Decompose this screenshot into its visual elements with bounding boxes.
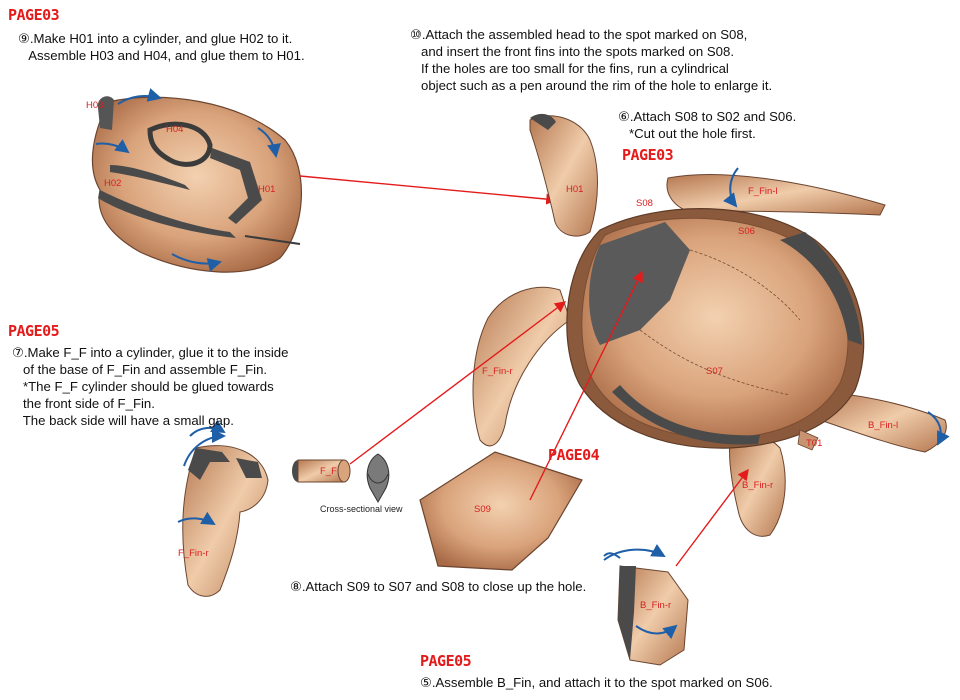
part-label-f-fin-r-detail: F_Fin-r [178, 548, 209, 559]
step-7-text: ⑦.Make F_F into a cylinder, glue it to t… [12, 344, 288, 429]
front-fin-detail [178, 428, 268, 596]
step-8-text: ⑧.Attach S09 to S07 and S08 to close up … [290, 578, 586, 595]
s09-piece [420, 452, 582, 570]
cross-section-shape [367, 454, 389, 502]
part-label-b-fin-l: B_Fin-l [868, 420, 898, 431]
part-label-f-f: F_F [320, 466, 337, 477]
page-label-turtle: PAGE03 [622, 146, 673, 164]
part-label-s08: S08 [636, 198, 653, 209]
part-label-h02: H02 [104, 178, 121, 189]
page-label-s09: PAGE04 [548, 446, 599, 464]
part-label-h03: H03 [86, 100, 103, 111]
part-label-t01: T01 [806, 438, 822, 449]
step-9-text: ⑨.Make H01 into a cylinder, and glue H02… [18, 30, 305, 64]
part-label-f-fin-l: F_Fin-l [748, 186, 778, 197]
part-label-h04: H04 [166, 124, 183, 135]
part-label-b-fin-r-turtle: B_Fin-r [742, 480, 773, 491]
part-label-s09: S09 [474, 504, 491, 515]
part-label-s07: S07 [706, 366, 723, 377]
step-5-text: ⑤.Assemble B_Fin, and attach it to the s… [420, 674, 773, 691]
step-10-text: ⑩.Attach the assembled head to the spot … [410, 26, 772, 94]
page-label-fin: PAGE05 [8, 322, 59, 340]
part-label-h01-turtle: H01 [566, 184, 583, 195]
part-label-f-fin-r-turtle: F_Fin-r [482, 366, 513, 377]
part-label-s06: S06 [738, 226, 755, 237]
cross-section-caption: Cross-sectional view [320, 504, 403, 514]
part-label-h01-head: H01 [258, 184, 275, 195]
step-6-text: ⑥.Attach S08 to S02 and S06. *Cut out th… [618, 108, 796, 142]
part-label-b-fin-r-detail: B_Fin-r [640, 600, 671, 611]
page-label-bottom: PAGE05 [420, 652, 471, 670]
page-label-top-left: PAGE03 [8, 6, 59, 24]
